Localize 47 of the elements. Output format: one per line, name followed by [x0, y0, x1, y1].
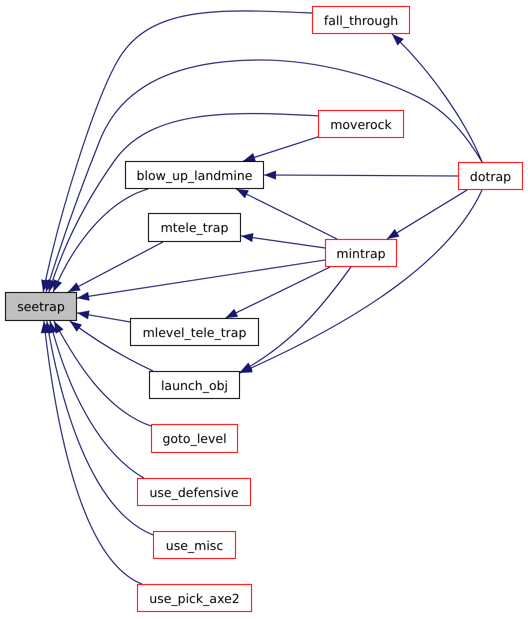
call-arrow — [240, 233, 326, 248]
function-box — [153, 531, 236, 559]
function-box — [318, 110, 404, 138]
function-name: moverock — [330, 116, 392, 132]
call-arrow — [236, 188, 338, 240]
function-box — [149, 371, 240, 399]
function-box — [137, 478, 251, 506]
function-box — [458, 162, 523, 190]
call-arrow — [53, 320, 152, 427]
selected-function-box — [5, 292, 77, 321]
function-box — [137, 584, 252, 612]
function-box — [130, 318, 259, 346]
call-arrow — [242, 136, 318, 162]
function-name: mlevel_tele_trap — [142, 324, 246, 340]
call-arrow — [41, 10, 312, 292]
call-arrow — [392, 34, 483, 162]
call-arrow — [52, 188, 148, 292]
call-arrow — [240, 266, 352, 373]
call-arrow — [40, 320, 142, 584]
call-arrow — [76, 310, 130, 322]
function-name: dotrap — [470, 168, 512, 184]
call-arrow — [76, 259, 326, 301]
call-arrow — [48, 113, 318, 292]
function-name: goto_level — [162, 431, 227, 446]
call-arrow — [240, 190, 483, 374]
function-box — [312, 6, 410, 34]
function-name: blow_up_landmine — [136, 168, 252, 182]
call-arrow — [48, 320, 144, 478]
function-name: mintrap — [336, 246, 386, 260]
call-arrow — [45, 59, 483, 292]
function-box — [125, 161, 264, 189]
function-name: seetrap — [17, 299, 65, 314]
function-box — [148, 213, 241, 242]
call-arrow — [386, 190, 468, 240]
function-name: use_defensive — [149, 484, 239, 500]
function-name: use_pick_axe2 — [149, 590, 240, 606]
function-box — [151, 424, 238, 453]
call-arrow — [68, 242, 164, 292]
call-arrow — [264, 170, 458, 180]
function-name: launch_obj — [160, 378, 228, 392]
function-name: mtele_trap — [160, 220, 228, 235]
function-box — [325, 239, 397, 267]
call-arrow — [69, 320, 154, 372]
function-name: fall_through — [324, 12, 398, 28]
call-arrow — [225, 266, 330, 318]
function-name: use_misc — [166, 538, 224, 552]
call-arrow — [44, 320, 154, 536]
